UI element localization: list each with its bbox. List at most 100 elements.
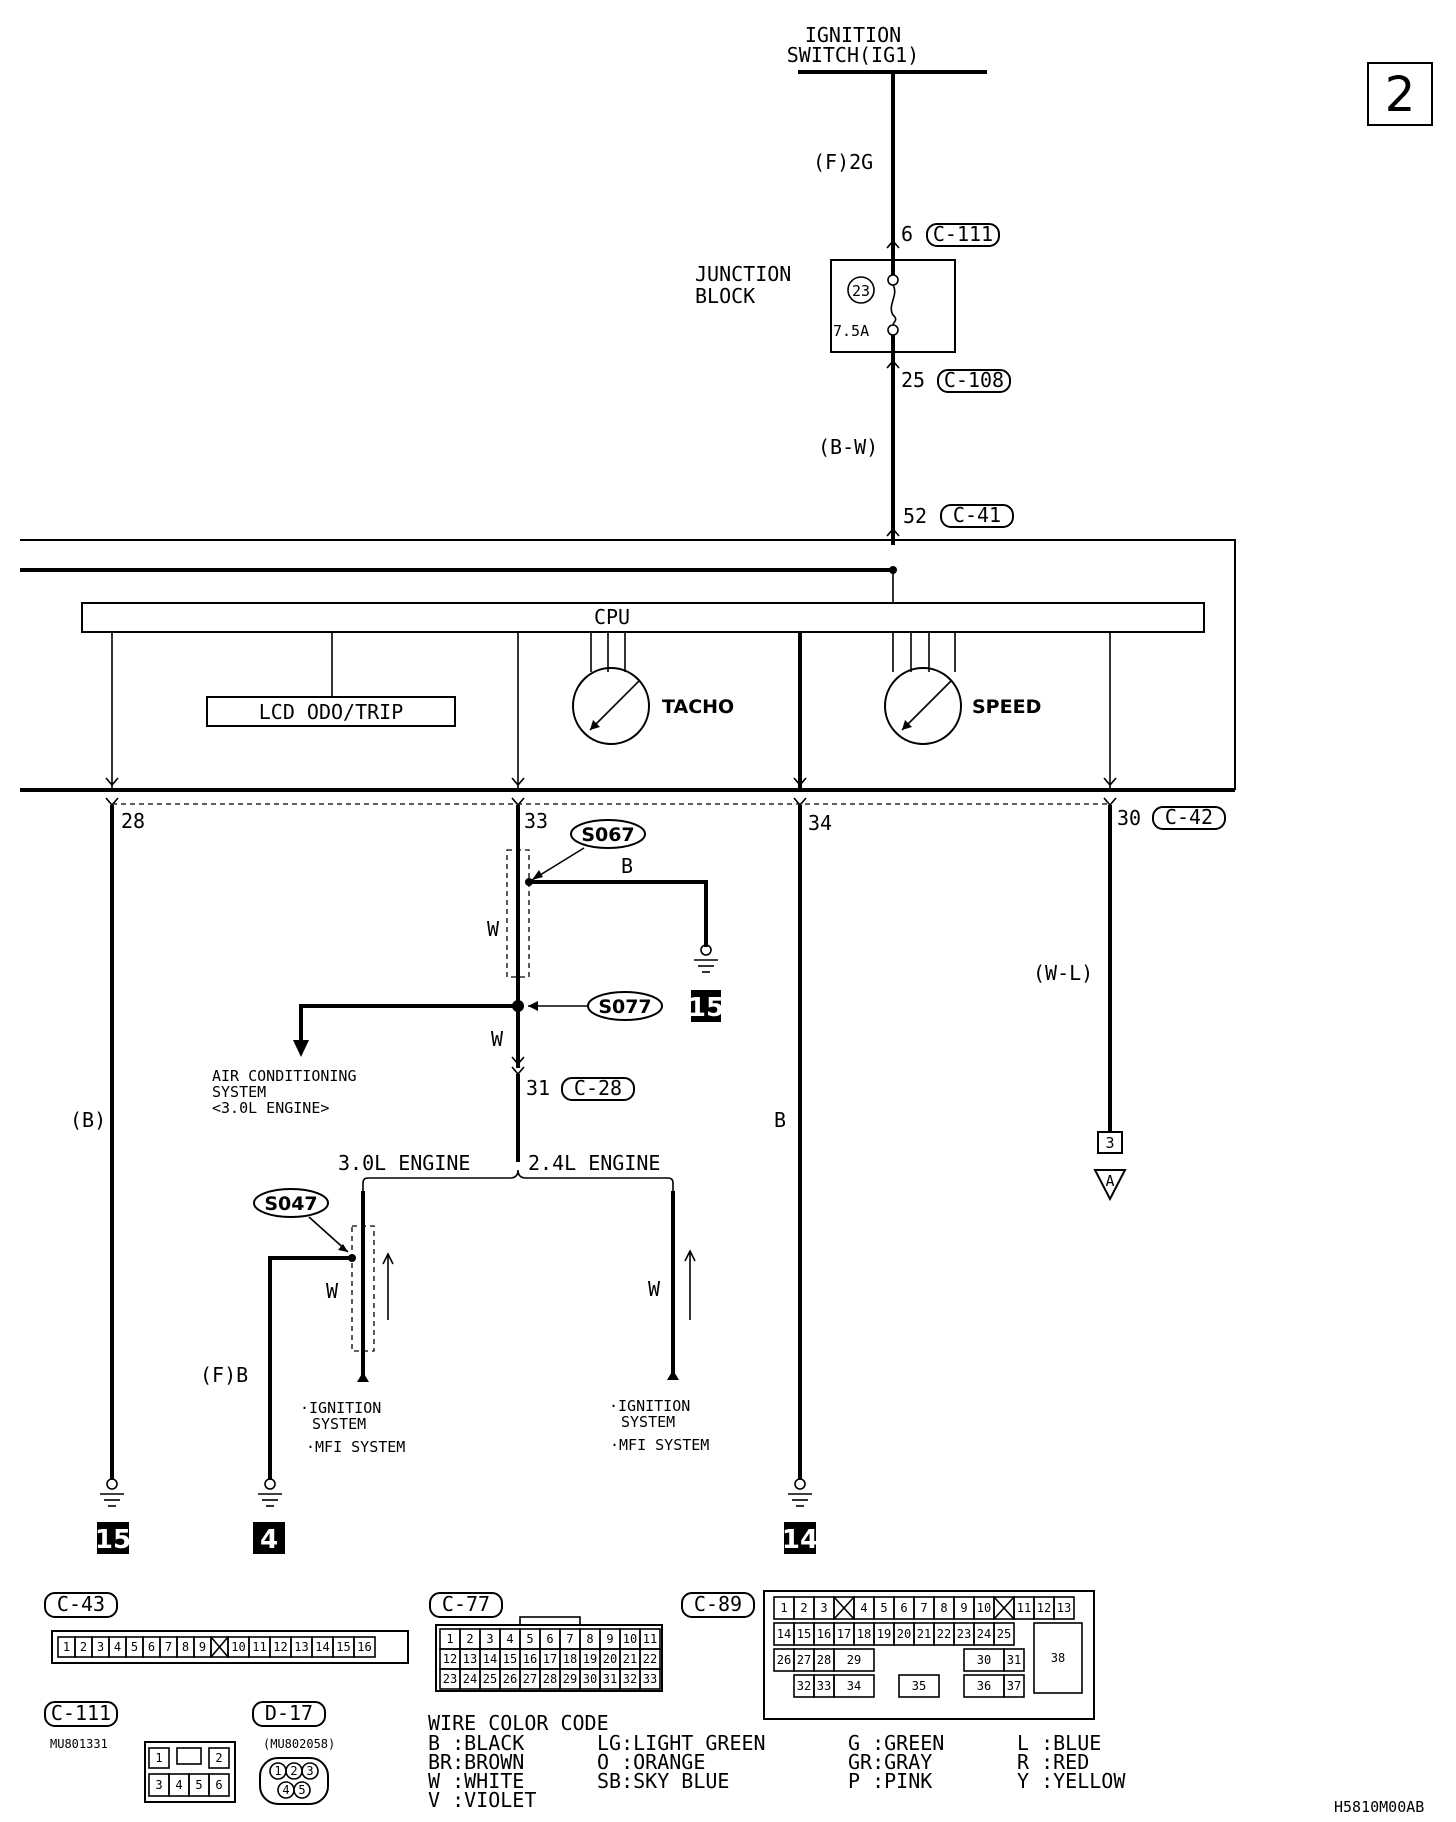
- c89-pin: 27: [793, 1648, 815, 1672]
- c41-tag: [940, 504, 1014, 528]
- c77-pin: 26: [499, 1668, 521, 1690]
- c89-pin: 5: [873, 1596, 895, 1620]
- c42-label: C-42: [1165, 805, 1213, 829]
- svg-text:33: 33: [817, 1679, 831, 1693]
- svg-text:4: 4: [506, 1632, 513, 1646]
- wcc-entry: W :WHITE: [428, 1769, 524, 1793]
- svg-text:12: 12: [273, 1640, 287, 1654]
- c111v-pin: 3: [148, 1773, 170, 1797]
- c77-pin: 11: [639, 1628, 661, 1650]
- ign-3l-line1: ·IGNITION: [300, 1399, 381, 1417]
- svg-text:28: 28: [543, 1672, 557, 1686]
- c77-label: C-77: [442, 1592, 490, 1616]
- c43-pin: 9: [193, 1636, 212, 1658]
- meter-frame: [20, 539, 1236, 790]
- mfi-3l: ·MFI SYSTEM: [306, 1438, 405, 1456]
- svg-text:4: 4: [175, 1778, 182, 1792]
- c43-pin: 4: [108, 1636, 127, 1658]
- wire-label-pin34: B: [774, 1108, 786, 1132]
- ac-label-3: <3.0L ENGINE>: [212, 1099, 329, 1117]
- c43-pin: [210, 1636, 229, 1658]
- svg-text:21: 21: [623, 1652, 637, 1666]
- speed-label: SPEED: [972, 696, 1041, 718]
- s067-oval: [570, 819, 646, 849]
- wcc-entry: Y :YELLOW: [1017, 1769, 1126, 1793]
- c89-pin: 24: [973, 1622, 995, 1646]
- c89-pin: 34: [833, 1674, 875, 1698]
- svg-text:11: 11: [252, 1640, 266, 1654]
- c111-chevron: [886, 239, 900, 249]
- fuse-icon: [890, 284, 897, 326]
- svg-text:18: 18: [857, 1627, 871, 1641]
- speed-gauge: [884, 667, 962, 745]
- c43-pin: 6: [142, 1636, 161, 1658]
- figure-code: H5810M00AB: [1334, 1798, 1424, 1816]
- c89-pin: 29: [833, 1648, 875, 1672]
- svg-text:27: 27: [797, 1653, 811, 1667]
- c89-pin: 23: [953, 1622, 975, 1646]
- svg-text:2: 2: [80, 1640, 87, 1654]
- c89-pin: 38: [1033, 1622, 1083, 1694]
- wire-label-pin33-w2: W: [491, 1027, 504, 1051]
- c89-pin: 31: [1003, 1648, 1025, 1672]
- wire-label-top: (F)2G: [813, 150, 873, 174]
- c89-tag: [681, 1592, 755, 1618]
- svg-text:8: 8: [182, 1640, 189, 1654]
- c77-pin: 10: [619, 1628, 641, 1650]
- svg-text:11: 11: [643, 1632, 657, 1646]
- svg-text:11: 11: [1017, 1601, 1031, 1615]
- wcc-entry: LG:LIGHT GREEN: [597, 1731, 766, 1755]
- speed-needle: [901, 679, 953, 731]
- c111v-part: MU801331: [50, 1737, 108, 1751]
- svg-text:9: 9: [606, 1632, 613, 1646]
- c41-label: C-41: [953, 503, 1001, 527]
- svg-text:10: 10: [623, 1632, 637, 1646]
- c77-pin: 23: [439, 1668, 461, 1690]
- d17-label: D-17: [265, 1701, 313, 1725]
- ac-label-2: SYSTEM: [212, 1083, 266, 1101]
- c77-pin: 29: [559, 1668, 581, 1690]
- lcd-box: [206, 696, 456, 727]
- c77-pin: 19: [579, 1648, 601, 1670]
- engine-split-brace: [362, 1169, 674, 1191]
- svg-text:4: 4: [282, 1783, 289, 1797]
- wcc-entry: O :ORANGE: [597, 1750, 705, 1774]
- svg-text:1: 1: [274, 1764, 281, 1778]
- svg-text:8: 8: [586, 1632, 593, 1646]
- engine-left-label: 3.0L ENGINE: [338, 1151, 470, 1175]
- c89-pin: 22: [933, 1622, 955, 1646]
- wcc-entry: P :PINK: [848, 1769, 932, 1793]
- wcc-entry: R :RED: [1017, 1750, 1089, 1774]
- svg-text:30: 30: [977, 1653, 991, 1667]
- fuse-number: 23: [852, 282, 870, 300]
- ground-15-b: [691, 990, 721, 1022]
- svg-text:4: 4: [114, 1640, 121, 1654]
- svg-text:15: 15: [503, 1652, 517, 1666]
- c89-pin: 11: [1013, 1596, 1035, 1620]
- c108-pin: 25: [901, 368, 925, 392]
- svg-text:5: 5: [298, 1783, 305, 1797]
- c77-pin: 1: [439, 1628, 461, 1650]
- c77-pin: 31: [599, 1668, 621, 1690]
- svg-text:31: 31: [1007, 1653, 1021, 1667]
- svg-text:1: 1: [446, 1632, 453, 1646]
- svg-text:3: 3: [820, 1601, 827, 1615]
- c89-pin: 35: [898, 1674, 940, 1698]
- svg-text:4: 4: [860, 1601, 867, 1615]
- ground-15-a: 15: [95, 1478, 131, 1555]
- c77-pin: 28: [539, 1668, 561, 1690]
- c77-tag: [429, 1592, 503, 1618]
- c77-pin: 25: [479, 1668, 501, 1690]
- c28-tag: [561, 1077, 635, 1101]
- c89-pin: 36: [963, 1674, 1005, 1698]
- wire-label-s067: B: [621, 854, 633, 878]
- c77-pin: 8: [579, 1628, 601, 1650]
- s047-oval: [253, 1188, 329, 1218]
- svg-text:14: 14: [777, 1627, 791, 1641]
- wcc-entry: SB:SKY BLUE: [597, 1769, 729, 1793]
- c77-pin: 21: [619, 1648, 641, 1670]
- d17-part: (MU802058): [263, 1737, 335, 1751]
- svg-text:13: 13: [1057, 1601, 1071, 1615]
- svg-text:2: 2: [215, 1751, 222, 1765]
